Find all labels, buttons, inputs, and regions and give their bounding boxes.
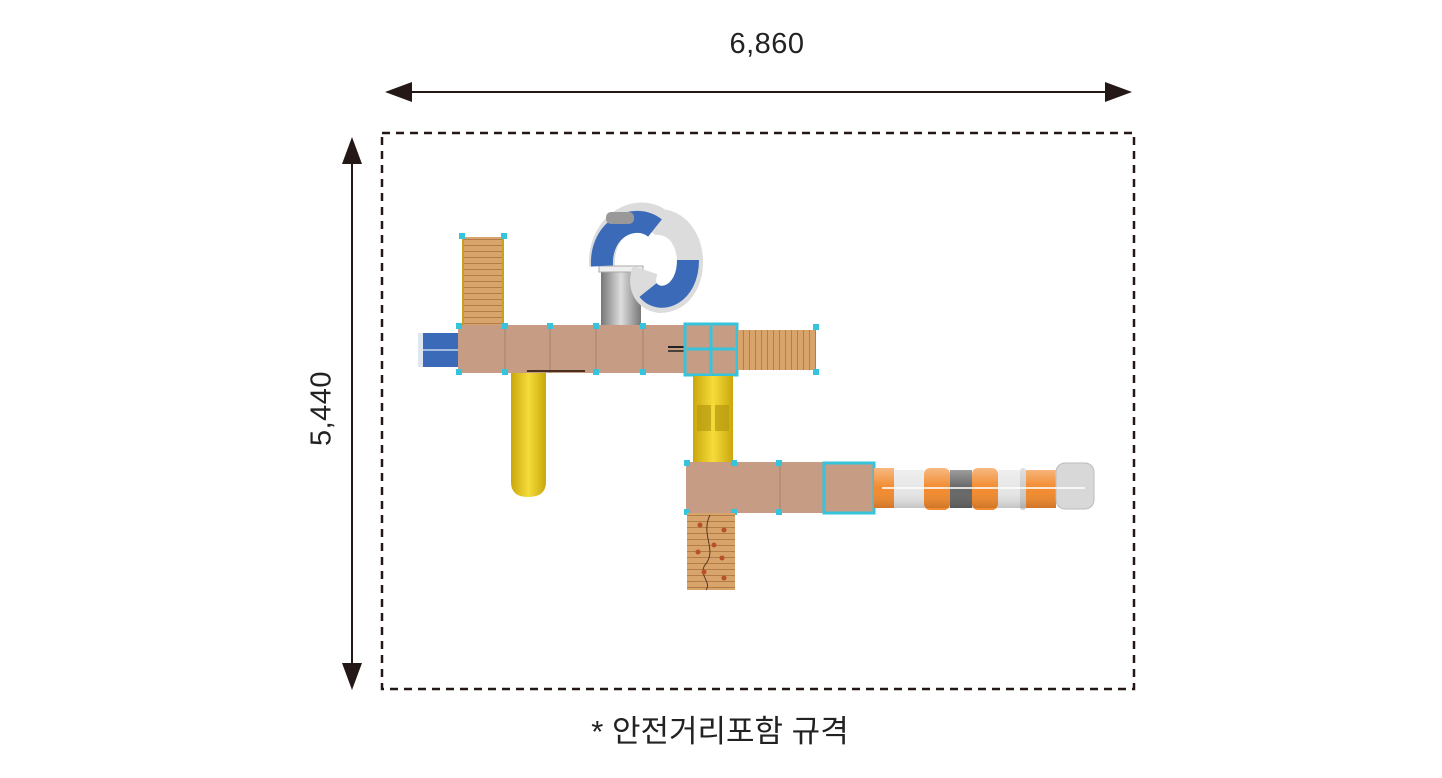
upper-deck [456, 233, 716, 375]
safety-zone-boundary [380, 131, 1136, 691]
climbing-wall [687, 513, 735, 591]
height-dimension-label: 5,440 [305, 370, 338, 447]
safety-distance-caption: * 안전거리포함 규격 [591, 714, 849, 749]
yellow-slide [511, 372, 546, 497]
width-dimension-arrow [385, 82, 1132, 102]
spiral-slide [589, 202, 703, 326]
cyan-frame-platform-lower [822, 461, 876, 515]
lower-deck [684, 460, 824, 515]
stair-top [462, 237, 504, 327]
blue-entry-slide [418, 333, 460, 367]
yellow-crawl-tube [693, 376, 733, 463]
cyan-frame-platform-upper [683, 322, 739, 377]
tube-slide [874, 462, 1095, 510]
height-dimension-arrow [342, 137, 362, 690]
width-dimension-label: 6,860 [729, 28, 805, 60]
rope-bridge [738, 324, 819, 375]
